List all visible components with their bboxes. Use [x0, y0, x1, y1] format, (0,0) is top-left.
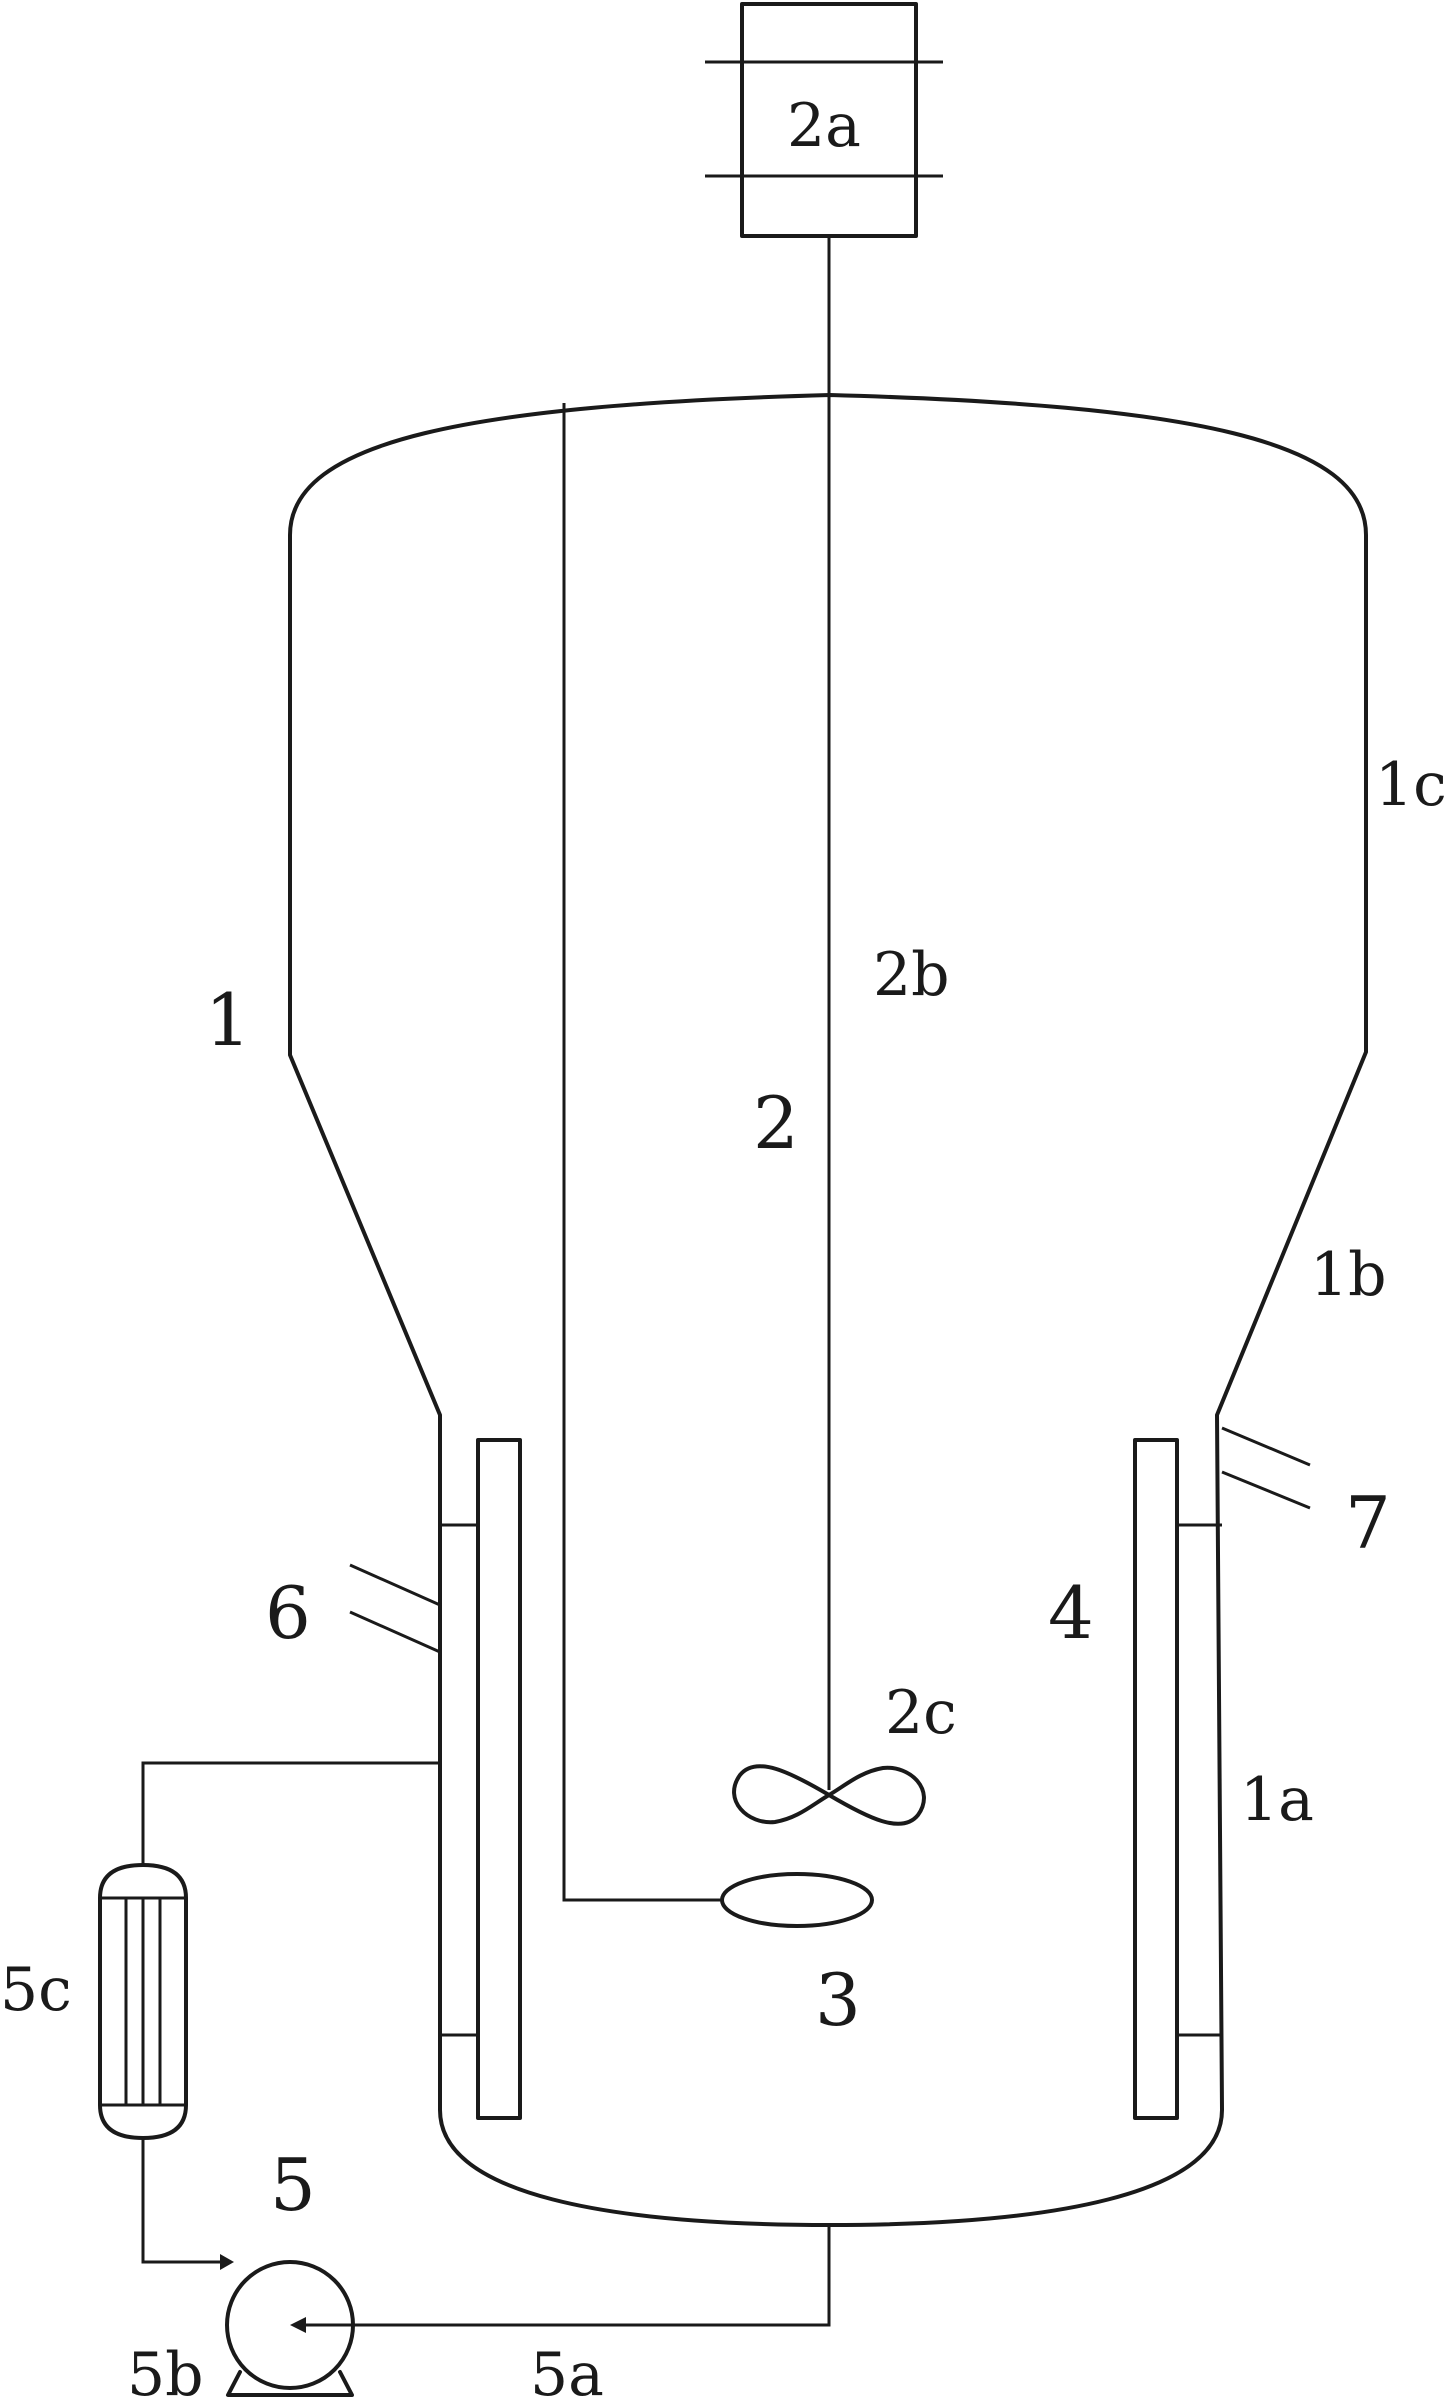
inlet-right [1221, 1426, 1311, 1510]
heat-exchanger [98, 1863, 188, 2140]
label-circulation: 5 [270, 2143, 316, 2227]
label-impeller: 2c [885, 1678, 957, 1748]
label-stirrer: 2 [753, 1081, 799, 1165]
baffle-left [440, 1438, 522, 2120]
label-inlet-left: 6 [265, 1571, 311, 1655]
label-lower-section: 1a [1240, 1765, 1314, 1835]
arrow-icon [290, 2317, 306, 2333]
label-heat-exchanger: 5c [0, 1955, 72, 2025]
label-pump: 5b [127, 2340, 204, 2407]
label-baffle: 4 [1048, 1571, 1094, 1655]
circulation-pipe-top [141, 1761, 440, 1865]
label-vessel: 1 [205, 978, 251, 1062]
return-pipe [300, 2225, 831, 2327]
label-upper-section: 1c [1375, 750, 1447, 820]
label-inlet-right: 7 [1345, 1481, 1391, 1565]
label-sparger: 3 [815, 1958, 861, 2042]
sparger [720, 1872, 874, 1928]
arrow-icon [220, 2254, 234, 2270]
inlet-left [349, 1563, 441, 1654]
label-shaft: 2b [873, 940, 950, 1010]
baffle-right [1133, 1438, 1222, 2120]
vessel-outline [288, 393, 1368, 2227]
label-motor: 2a [787, 91, 861, 161]
pump [225, 2260, 355, 2397]
sparger-pipe [562, 403, 722, 1902]
impeller-icon [732, 1764, 926, 1826]
label-pipe: 5a [530, 2340, 604, 2407]
label-cone-section: 1b [1310, 1240, 1387, 1310]
circulation-pipe-down [141, 2138, 230, 2264]
